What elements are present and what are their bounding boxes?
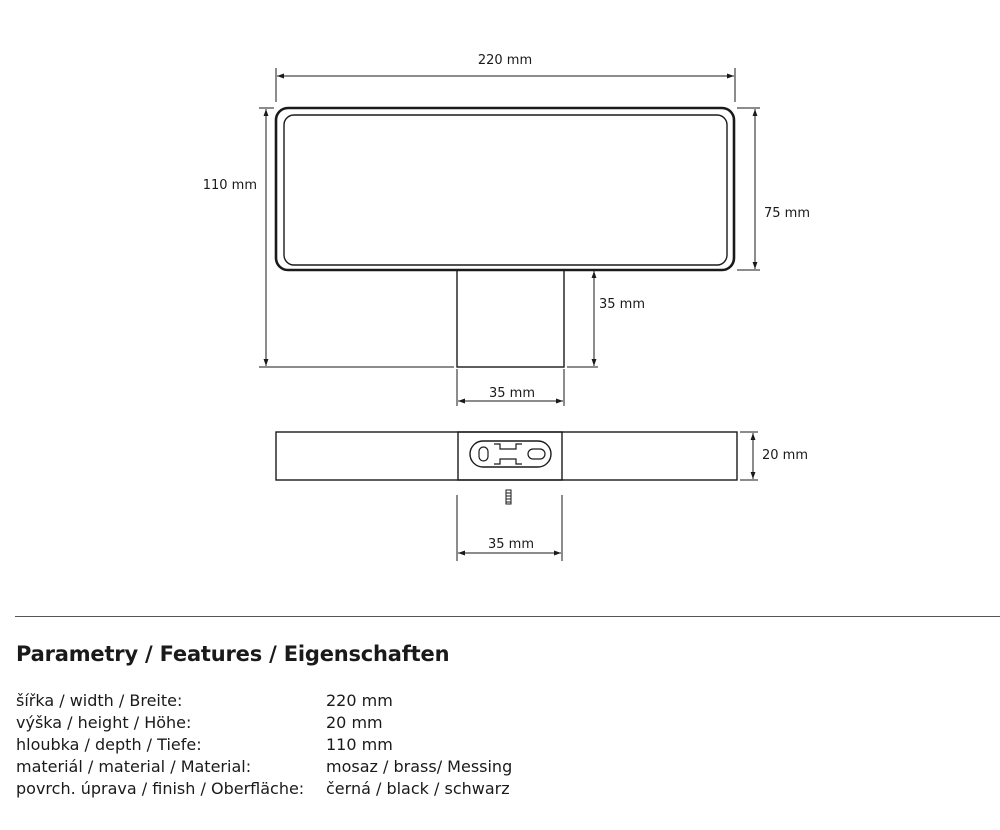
plate-outer-outline (274, 106, 736, 272)
thickness-label: 20 mm (762, 448, 808, 463)
parameter-value: 110 mm (326, 735, 393, 754)
top-view (274, 106, 736, 368)
width-dimension (275, 68, 736, 102)
parameter-value: 20 mm (326, 713, 383, 732)
parameter-row-width: šířka / width / Breite: 220 mm (16, 690, 512, 712)
technical-drawing: 220 mm 110 mm 75 mm 35 mm 35 mm (203, 53, 810, 561)
plate-height-dimension (737, 107, 760, 271)
parameter-value: 220 mm (326, 691, 393, 710)
mount-slot-bridge (494, 443, 522, 465)
mount-slot-left-hole (478, 446, 489, 462)
parameter-row-finish: povrch. úprava / finish / Oberfläche: če… (16, 778, 512, 800)
stem-width-dimension (456, 369, 565, 406)
parameter-row-height: výška / height / Höhe: 20 mm (16, 712, 512, 734)
mount-width-dimension (456, 495, 563, 561)
parameter-row-depth: hloubka / depth / Tiefe: 110 mm (16, 734, 512, 756)
stem-outline (456, 269, 565, 368)
stem-length-dimension (567, 269, 598, 368)
stem-length-label: 35 mm (599, 297, 645, 312)
height-label: 110 mm (203, 178, 257, 193)
thickness-dimension (740, 431, 758, 481)
side-bar-outline (275, 431, 738, 481)
parameter-label: výška / height / Höhe: (16, 713, 192, 732)
parameters-table: šířka / width / Breite: 220 mm výška / h… (16, 690, 512, 800)
height-dimension (259, 107, 454, 368)
side-view (275, 431, 738, 481)
screw-icon (505, 489, 512, 505)
mount-width-label: 35 mm (488, 537, 534, 552)
mount-block-outline (457, 431, 563, 481)
parameter-label: materiál / material / Material: (16, 757, 252, 776)
section-divider (15, 616, 1000, 617)
plate-height-label: 75 mm (764, 206, 810, 221)
mount-slot-right-hole (527, 448, 546, 460)
plate-inner-outline (283, 114, 728, 266)
parameter-value: černá / black / schwarz (326, 779, 510, 798)
parameter-label: povrch. úprava / finish / Oberfläche: (16, 779, 305, 798)
parameter-label: hloubka / depth / Tiefe: (16, 735, 202, 754)
parameter-value: mosaz / brass/ Messing (326, 757, 513, 776)
mount-slot-outline (469, 440, 552, 468)
parameter-row-material: materiál / material / Material: mosaz / … (16, 756, 512, 778)
parameters-title: Parametry / Features / Eigenschaften (16, 642, 450, 666)
width-label: 220 mm (478, 53, 532, 68)
stem-width-label: 35 mm (489, 386, 535, 401)
parameter-label: šířka / width / Breite: (16, 691, 183, 710)
